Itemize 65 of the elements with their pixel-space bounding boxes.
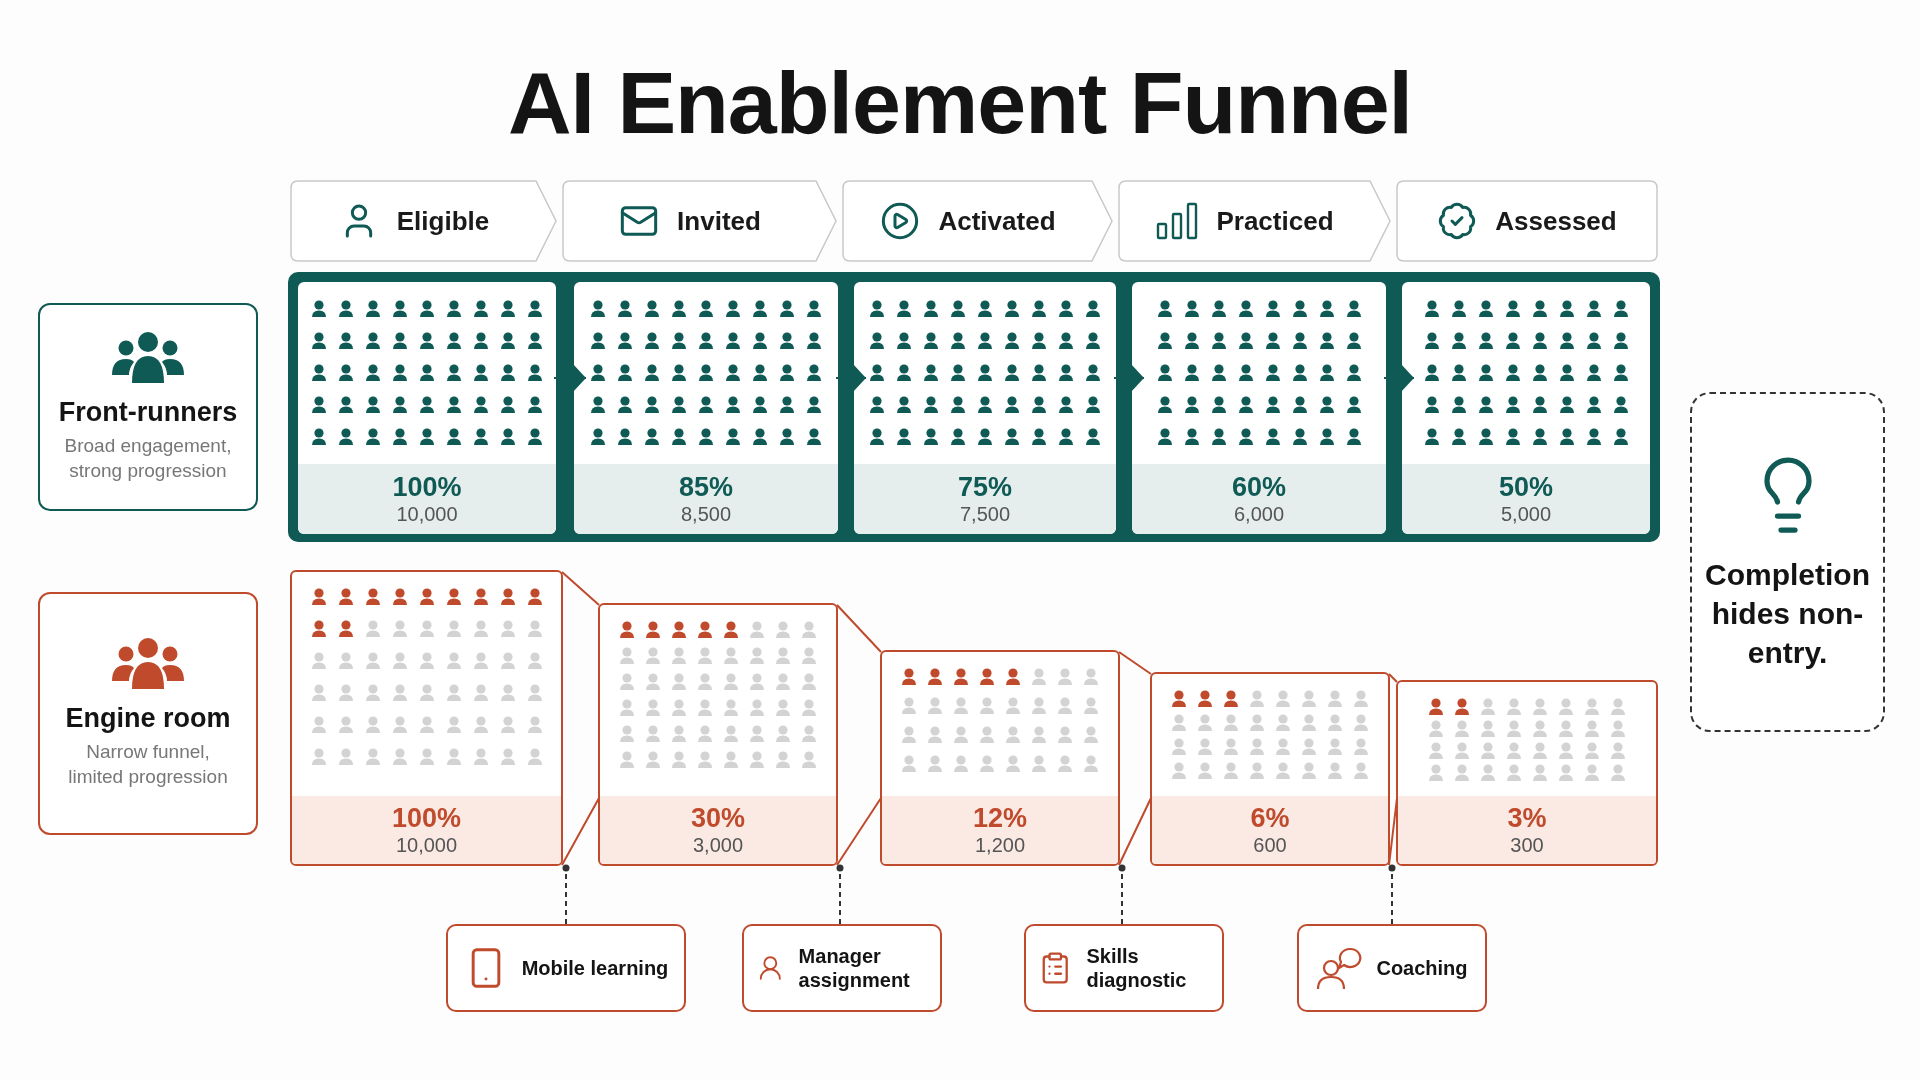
segment-title: Front-runners <box>58 396 238 428</box>
count-value: 1,200 <box>974 833 1026 856</box>
intervention-card <box>742 924 942 1012</box>
percent-value: 100% <box>392 473 462 503</box>
intervention-card <box>1297 924 1487 1012</box>
percent-value: 85% <box>678 473 733 503</box>
count-value: 10,000 <box>395 833 458 856</box>
leader-line <box>1388 864 1396 925</box>
stage-label: Assessed <box>1495 205 1617 237</box>
percent-value: 30% <box>690 804 745 834</box>
stage-tab <box>1118 180 1392 262</box>
intervention-card <box>446 924 686 1012</box>
count-value: 3,000 <box>692 833 744 856</box>
percent-value: 100% <box>391 804 462 834</box>
count-value: 6,000 <box>1233 502 1285 525</box>
chevron-arrow <box>835 363 867 393</box>
chevron-arrow <box>1383 363 1415 393</box>
intervention-label: Mobile learning <box>521 956 669 980</box>
stage-card <box>1150 672 1390 866</box>
stage-tab <box>1396 180 1658 262</box>
stage-card <box>298 282 556 534</box>
stage-tab <box>842 180 1114 262</box>
stage-card <box>574 282 838 534</box>
segment-title: Engine room <box>65 703 231 735</box>
count-value: 8,500 <box>680 502 732 525</box>
intervention-label: Skills diagnostic <box>1086 944 1188 992</box>
stage-label: Invited <box>677 205 761 237</box>
callout-card <box>1690 392 1885 732</box>
stage-card <box>1132 282 1386 534</box>
stage-card <box>854 282 1116 534</box>
stage-tab <box>290 180 558 262</box>
percent-value: 60% <box>1231 473 1286 503</box>
segment-card <box>38 303 258 511</box>
stage-card <box>1396 680 1658 866</box>
chevron-arrow <box>553 363 587 393</box>
stage-label: Practiced <box>1216 205 1334 237</box>
intervention-card <box>1024 924 1224 1012</box>
stage-tab <box>562 180 838 262</box>
percent-value: 6% <box>1250 804 1290 834</box>
percent-value: 50% <box>1498 473 1553 503</box>
segment-description: Narrow funnel, limited progression <box>67 740 229 789</box>
stage-card <box>598 603 838 866</box>
percent-value: 12% <box>972 804 1027 834</box>
count-value: 300 <box>1510 833 1544 856</box>
percent-value: 75% <box>957 473 1012 503</box>
leader-line <box>836 864 844 925</box>
stage-card <box>880 650 1120 866</box>
stage-label: Eligible <box>396 205 490 237</box>
stage-label: Activated <box>938 205 1056 237</box>
leader-line <box>562 864 570 925</box>
intervention-label: Manager assignment <box>798 944 911 992</box>
percent-value: 3% <box>1507 804 1547 834</box>
intervention-label: Coaching <box>1376 956 1468 980</box>
diagram-title: AI Enablement Funnel <box>506 52 1414 154</box>
segment-card <box>38 592 258 835</box>
count-value: 5,000 <box>1500 502 1552 525</box>
chevron-arrow <box>1113 363 1145 393</box>
count-value: 600 <box>1253 833 1287 856</box>
stage-card <box>290 570 563 866</box>
count-value: 7,500 <box>959 502 1011 525</box>
callout-text: Completion hides non-entry. <box>1704 556 1871 671</box>
count-value: 10,000 <box>396 502 458 525</box>
leader-line <box>1118 864 1126 925</box>
stage-card <box>1402 282 1650 534</box>
segment-description: Broad engagement, strong progression <box>63 433 233 483</box>
